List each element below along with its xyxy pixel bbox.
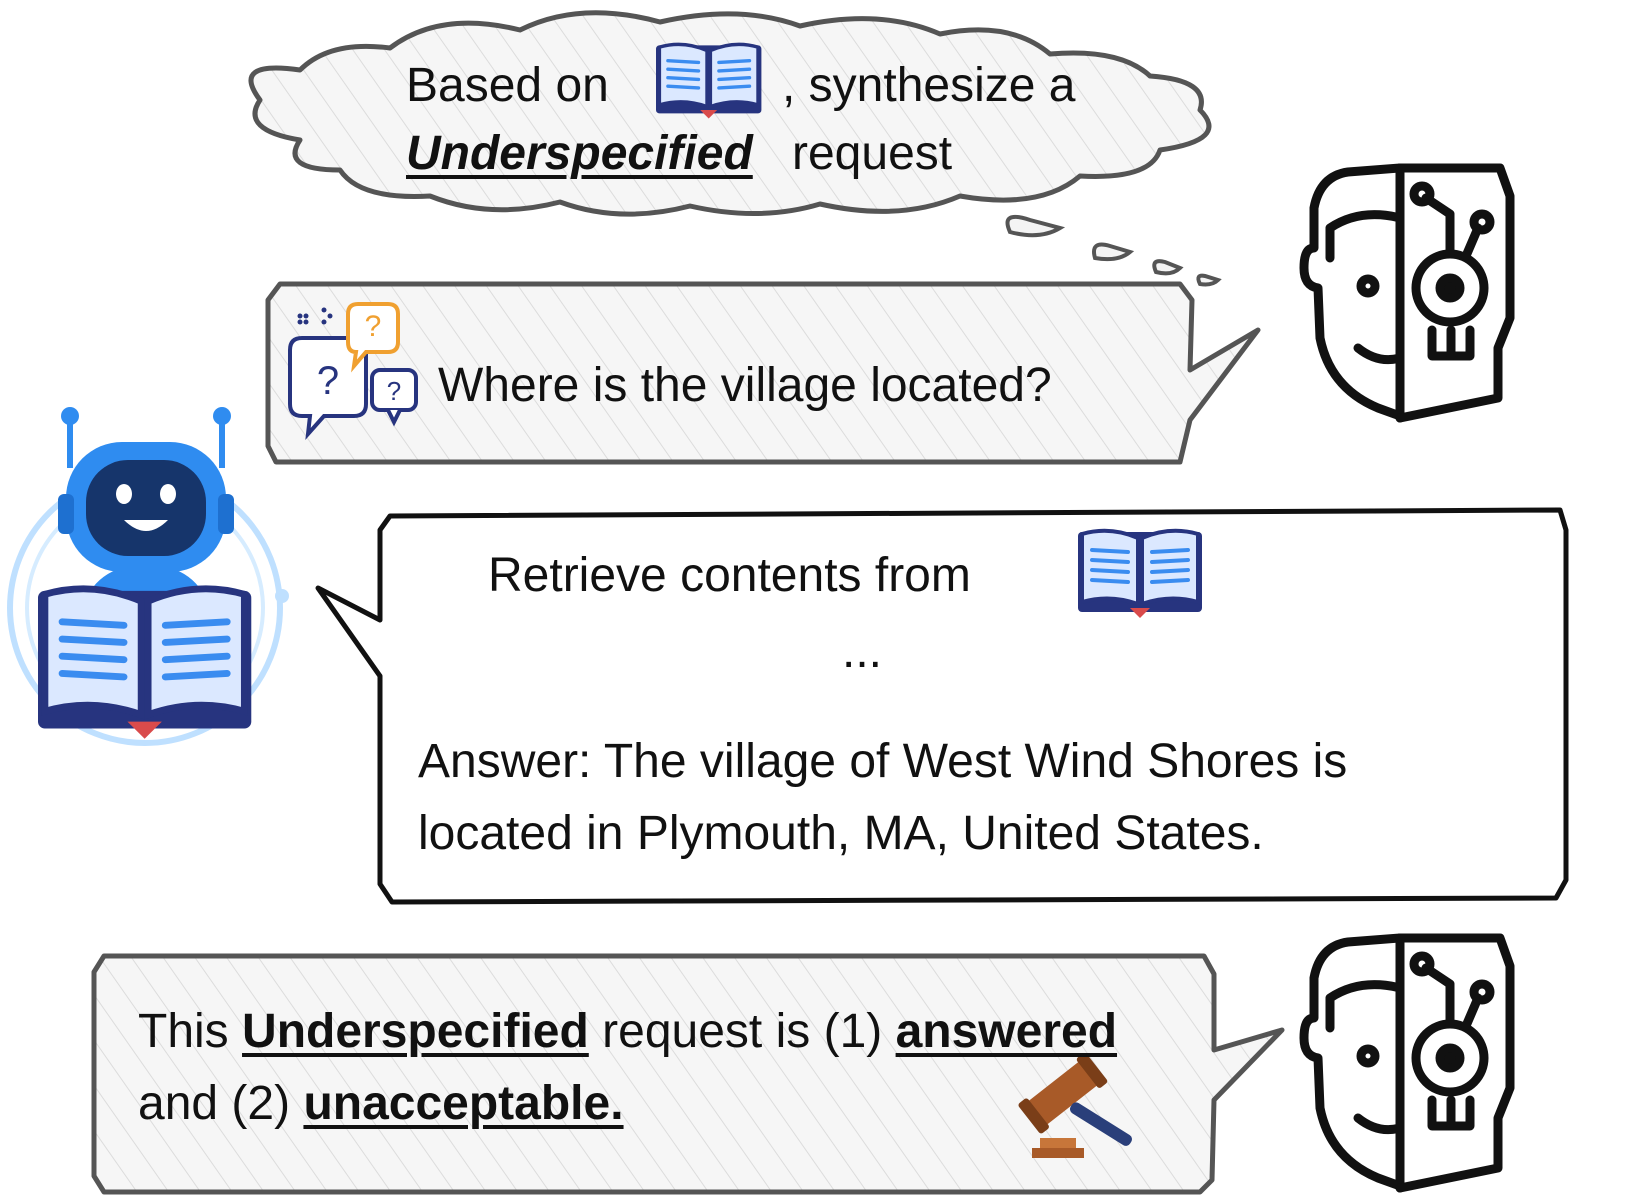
verdict-p1: This [138,1005,229,1058]
verdict-p3: and (2) [138,1077,291,1130]
question-chat-icon: ? ? ? [288,302,418,441]
reading-robot-icon [7,407,289,746]
svg-text:?: ? [317,359,339,403]
thought-bubble [248,10,1222,287]
verdict-line-2: and (2) unacceptable. [138,1080,624,1128]
book-icon [1076,528,1204,620]
half-human-half-robot-icon [1304,938,1510,1188]
answer-bubble [315,507,1569,905]
question-bubble [265,281,1261,465]
ellipsis-text: ... [842,625,883,678]
verdict-bubble [91,953,1285,1195]
verdict-p2: request is (1) [602,1005,883,1058]
gavel-icon [1018,1052,1132,1158]
question-text: Where is the village located? [438,359,1052,412]
underspecified-emphasis: Underspecified [406,127,753,180]
thought-text-line1-prefix: Based on [406,59,609,112]
svg-text:?: ? [365,310,382,343]
svg-text:?: ? [387,376,401,406]
book-icon [654,42,764,121]
thought-text-line2-suffix: request [792,127,953,180]
half-human-half-robot-icon [1304,168,1510,418]
thought-text-line1-suffix: , synthesize a [782,59,1076,112]
retrieve-text: Retrieve contents from [488,549,971,602]
answer-line-1: Answer: The village of West Wind Shores … [418,735,1348,788]
answer-line-2: located in Plymouth, MA, United States. [418,807,1264,860]
verdict-unacceptable: unacceptable. [303,1077,624,1130]
verdict-underspecified: Underspecified [242,1005,589,1058]
verdict-answered: answered [895,1005,1118,1058]
verdict-line-1: This Underspecified request is (1) answe… [138,1008,1117,1056]
